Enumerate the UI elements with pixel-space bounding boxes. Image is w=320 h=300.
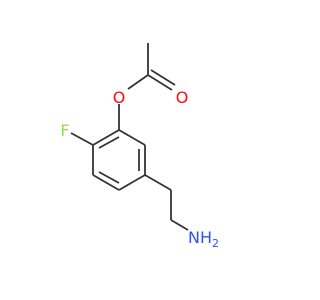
structure-svg: O O F NH2: [60, 43, 219, 250]
bond-carbonyl-double-1: [147, 74, 173, 91]
bond-ring-fluorine: [70, 132, 94, 146]
oxygen-carbonyl-label: O: [176, 88, 189, 107]
ring-bond-6: [118, 129, 146, 146]
ring-inner-double-1: [98, 136, 120, 149]
bond-ring-ch2: [144, 174, 172, 191]
ring-bond-3: [92, 174, 120, 191]
ring-inner-double-2: [98, 171, 120, 184]
amine-main-label: NH: [188, 228, 212, 247]
bond-carbonyl-double-2: [150, 69, 176, 86]
amine-label: NH2: [188, 228, 219, 250]
bond-carbonyl-ester-o: [127, 74, 149, 90]
amine-subscript-label: 2: [212, 237, 219, 250]
fluorine-label: F: [60, 121, 69, 140]
ring-bond-1: [92, 129, 120, 146]
molecule-diagram: O O F NH2: [60, 43, 219, 250]
ring-bond-4: [118, 174, 146, 191]
bond-ch2-nh2: [170, 219, 189, 231]
oxygen-ester-label: O: [113, 88, 126, 107]
